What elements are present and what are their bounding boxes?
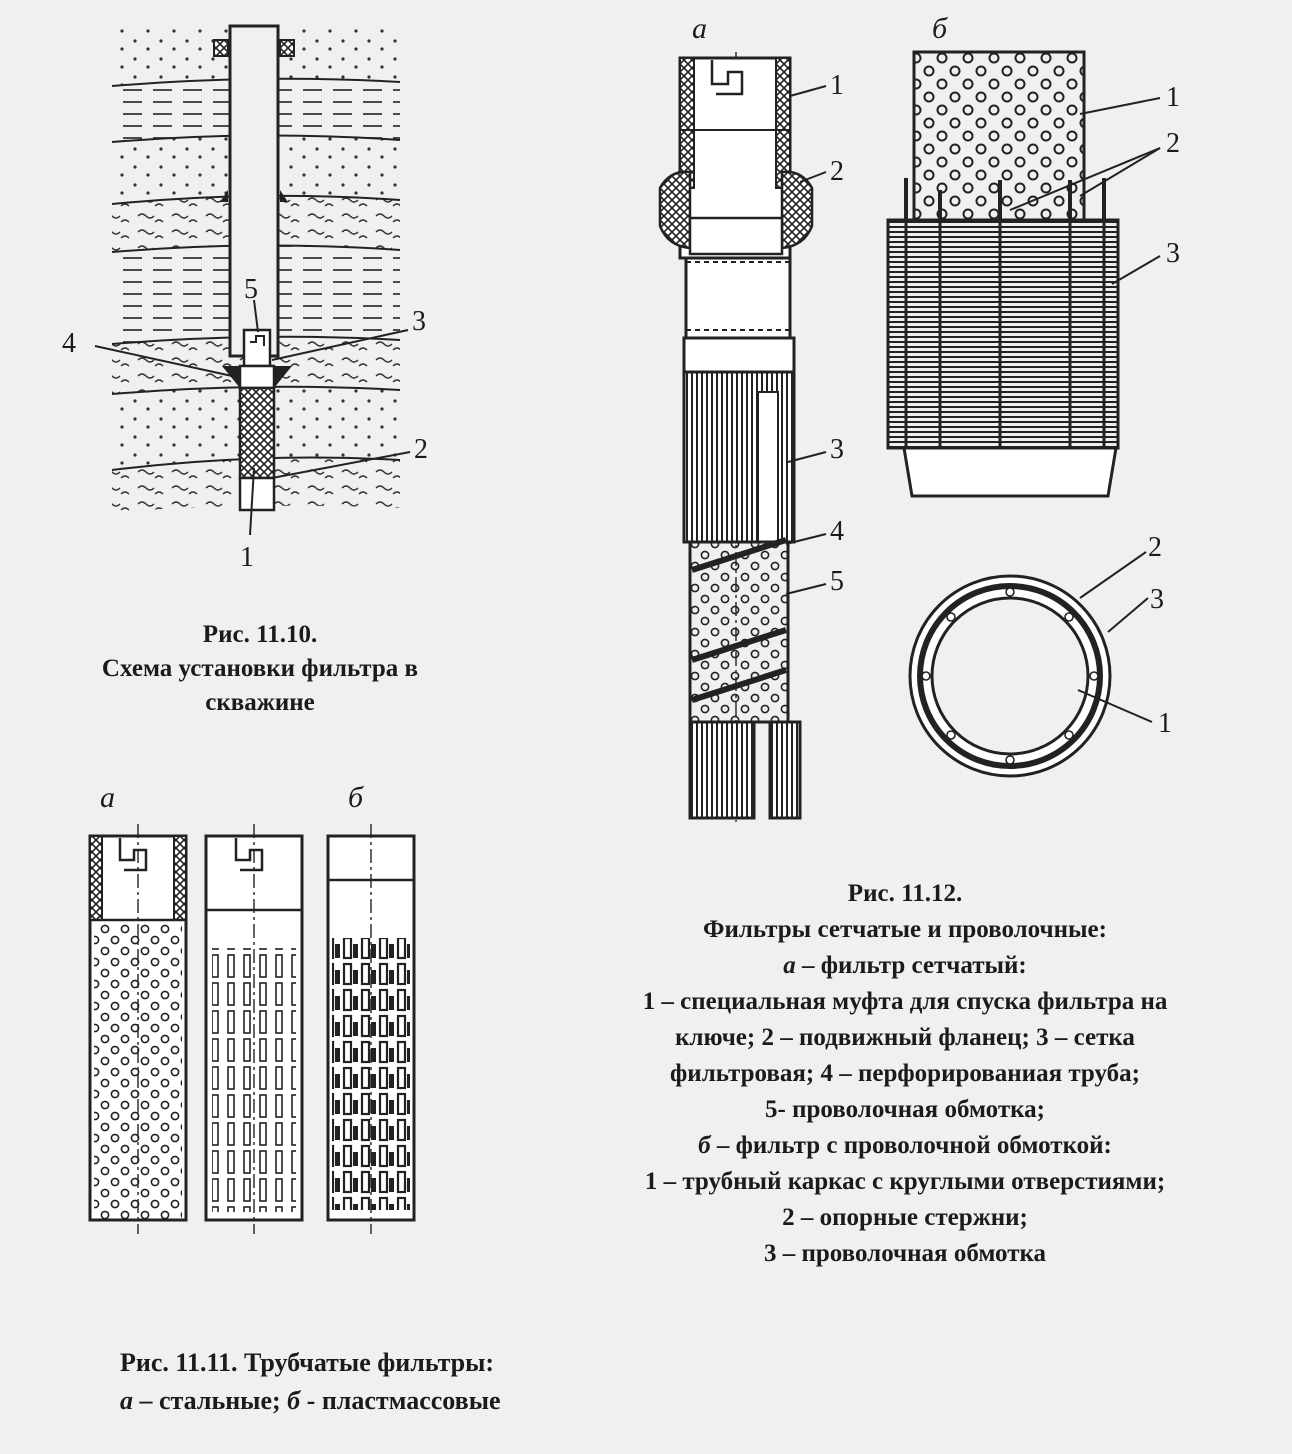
callout-section-3: 3: [1150, 584, 1164, 615]
callout-a-5: 5: [830, 566, 844, 597]
caption-text: - пластмассовые: [300, 1386, 501, 1415]
callout-a-2: 2: [830, 156, 844, 187]
callout-1: 1: [240, 542, 254, 573]
caption-line: 2 – опорные стержни;: [782, 1204, 1028, 1231]
callout-a-1: 1: [830, 70, 844, 101]
caption-line: 3 – проволочная обмотка: [763, 1240, 1047, 1267]
callout-b-3: 3: [1166, 238, 1180, 269]
fig-11-11-caption: Рис. 11.11. Трубчатые фильтры: а – сталь…: [120, 1344, 501, 1420]
steel-filter-slots: [204, 824, 304, 1234]
callout-b-1: 1: [1166, 82, 1180, 113]
caption-b-heading: б – фильтр с проволочной обмоткой:: [520, 1128, 1290, 1164]
caption-line: Схема установки фильтра в: [101, 655, 419, 682]
caption-text: – фильтр сетчатый:: [795, 952, 1027, 979]
caption-line: 1 – трубный каркас с круглыми отверстиям…: [644, 1168, 1166, 1195]
caption-line: а – стальные; б - пластмассовые: [120, 1382, 501, 1420]
callout-section-2: 2: [1148, 532, 1162, 563]
callout-4: 4: [62, 328, 76, 359]
callout-a-3: 3: [830, 434, 844, 465]
variant-b-label: б: [348, 781, 364, 814]
caption-a-heading: а – фильтр сетчатый:: [520, 948, 1290, 984]
fig-11-11-tube-filters: а б: [88, 781, 416, 1234]
fig-11-10-well-diagram: 5 4 3 2 1: [62, 24, 428, 573]
caption-line: ключе; 2 – подвижный фланец; 3 – сетка: [675, 1024, 1135, 1051]
caption-line: скважине: [205, 689, 315, 716]
caption-line: 5- проволочная обмотка;: [765, 1096, 1045, 1123]
caption-line: 1 – специальная муфта для спуска фильтра…: [642, 988, 1168, 1015]
caption-letter-b: б: [698, 1132, 711, 1159]
callout-a-4: 4: [830, 516, 844, 547]
callout-5: 5: [244, 274, 258, 305]
cross-section: [908, 574, 1112, 778]
caption-letter-a: а: [120, 1386, 133, 1415]
steel-filter-round-holes: [88, 824, 188, 1234]
callout-2: 2: [414, 434, 428, 465]
callout-3: 3: [412, 306, 426, 337]
caption-title: Рис. 11.12.: [847, 880, 963, 907]
caption-text: – фильтр с проволочной обмоткой:: [710, 1132, 1112, 1159]
caption-text: – стальные;: [133, 1386, 288, 1415]
fig-11-12-b-wire-filter: б 1 2 3: [886, 12, 1180, 778]
callout-b-2: 2: [1166, 128, 1180, 159]
caption-line: фильтровая; 4 – перфорированиая труба;: [670, 1060, 1140, 1087]
variant-a-label: а: [100, 781, 115, 814]
fig-11-12-a-mesh-filter: а: [658, 12, 844, 822]
fig-11-10-caption: Рис. 11.10. Схема установки фильтра в ск…: [20, 618, 500, 720]
fig-11-12-variant-b: б: [932, 12, 948, 45]
caption-line: Рис. 11.10.: [202, 621, 318, 648]
fig-11-12-caption: Рис. 11.12. Фильтры сетчатые и проволочн…: [520, 876, 1290, 1272]
fig-11-12-variant-a: а: [692, 12, 707, 45]
plastic-filter: [326, 824, 416, 1234]
caption-subtitle: Фильтры сетчатые и проволочные:: [703, 916, 1107, 943]
caption-letter-a: а: [783, 952, 796, 979]
caption-letter-b: б: [287, 1386, 301, 1415]
callout-section-1: 1: [1158, 708, 1172, 739]
caption-line: Рис. 11.11. Трубчатые фильтры:: [120, 1348, 495, 1377]
